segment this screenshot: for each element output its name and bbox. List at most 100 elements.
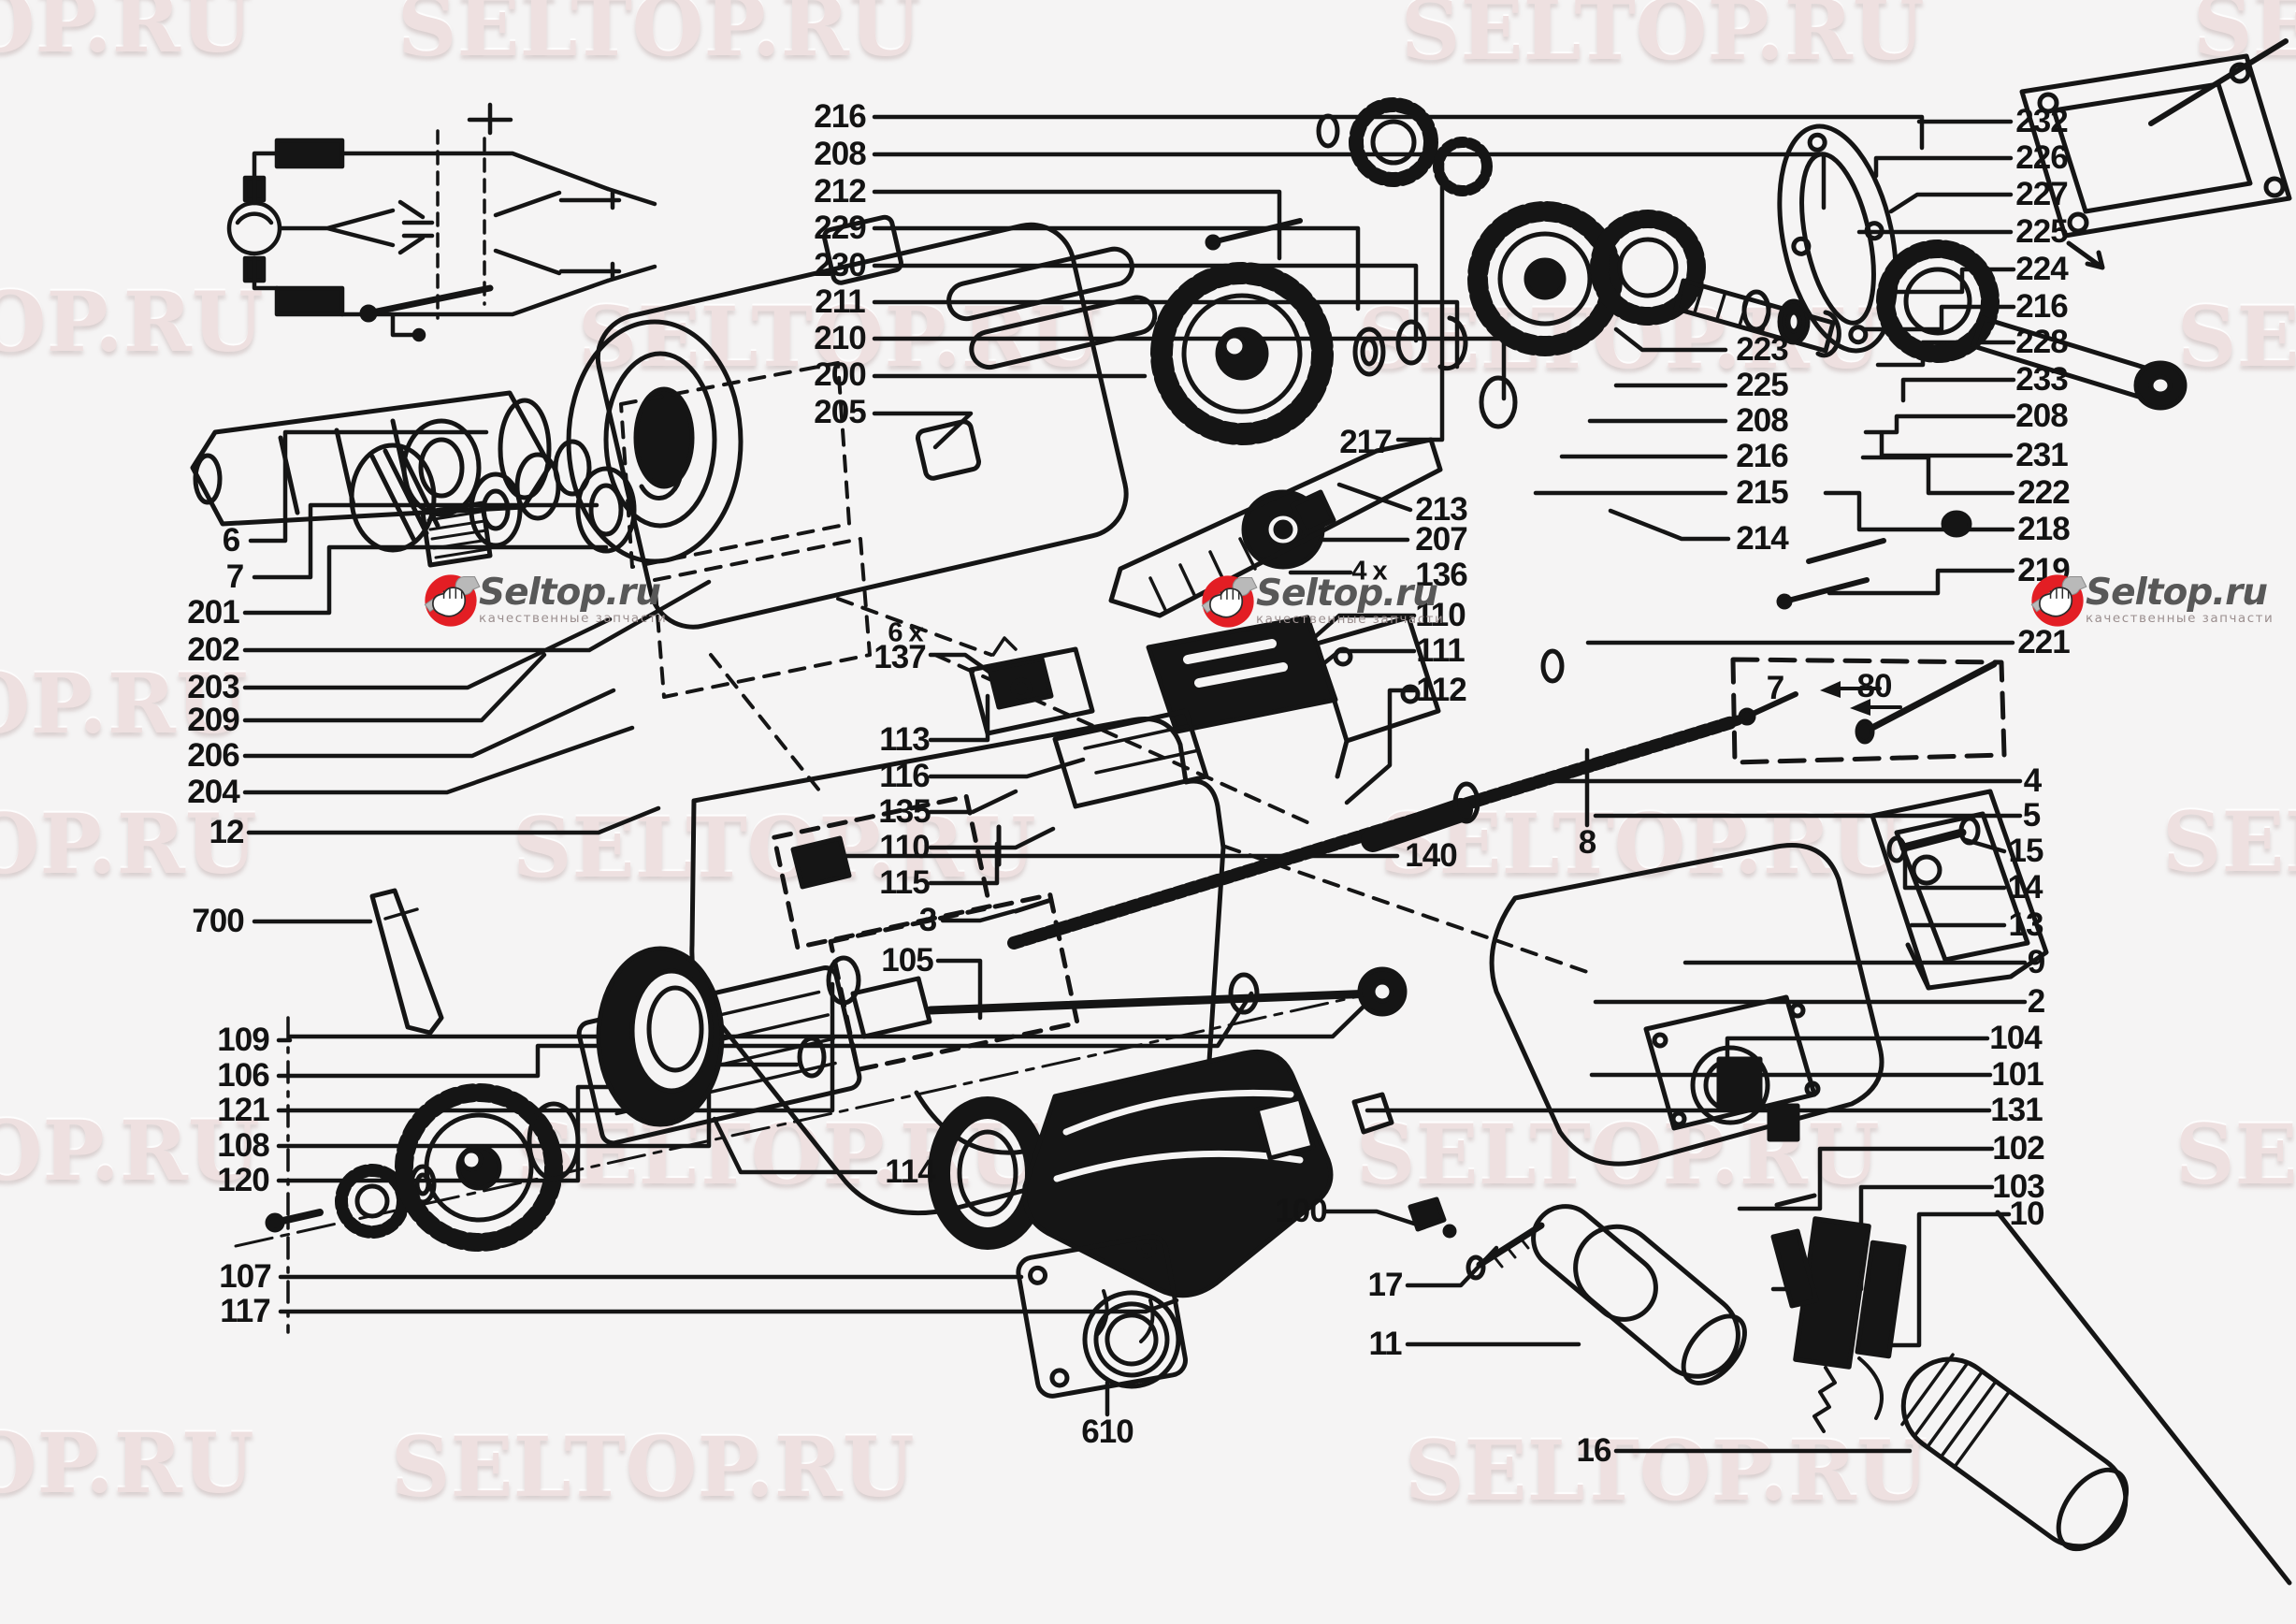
- oval-gear-plate: [1777, 123, 1899, 354]
- part-number-label: 111: [1416, 632, 1466, 669]
- part-number-label: 226: [2015, 139, 2068, 176]
- part-number-label: 3: [918, 902, 937, 938]
- logo-text: Seltop.ru качественные запчасти: [479, 574, 667, 626]
- logo-title: Seltop.ru: [479, 572, 661, 614]
- seltop-watermark: SELTOP.RU: [0, 662, 248, 745]
- seltop-watermark: SELTOP.RU: [0, 1422, 254, 1504]
- part-number-label: 131: [1990, 1092, 2043, 1128]
- part-number-label: 210: [814, 320, 866, 356]
- part-number-label: 227: [2015, 176, 2068, 212]
- seltop-watermark: SELTOP.RU: [2162, 801, 2296, 883]
- seltop-logo-stamp: Seltop.ru качественные запчасти: [1196, 570, 1444, 633]
- logo-text: Seltop.ru качественные запчасти: [2086, 574, 2274, 626]
- small-pins: [1540, 510, 1972, 684]
- watermark-text: SELTOP.RU: [0, 795, 257, 892]
- part-number-label: 104: [1989, 1020, 2042, 1056]
- seltop-watermark: SELTOP.RU: [2177, 296, 2296, 378]
- part-number-label: 11: [1368, 1326, 1403, 1362]
- part-number-label: 105: [881, 942, 933, 979]
- part-number-label: 233: [2015, 361, 2068, 398]
- watermark-text: SELTOP.RU: [2162, 793, 2296, 891]
- watermark-text: SELTOP.RU: [0, 0, 253, 71]
- logo-text: Seltop.ru качественные запчасти: [1256, 575, 1444, 627]
- seltop-watermark: SELTOP.RU: [391, 1426, 915, 1508]
- part-number-label: 114: [885, 1153, 935, 1190]
- seltop-watermark: SELTOP.RU: [0, 803, 257, 885]
- part-number-label: 12: [209, 814, 245, 850]
- part-number-label: 6 x: [888, 617, 923, 648]
- seltop-watermark: SELTOP.RU: [0, 1109, 260, 1192]
- part-number-label: 115: [879, 864, 930, 901]
- gear-case: [1489, 843, 1884, 1167]
- part-number-label: 110: [1415, 597, 1466, 633]
- part-number-label: 100: [1275, 1193, 1327, 1229]
- part-number-label: 14: [2007, 869, 2043, 906]
- fan-guide-ring: [928, 1096, 1047, 1250]
- part-number-label: 225: [2015, 213, 2068, 250]
- part-number-label: 208: [2015, 398, 2068, 434]
- watermark-text: SELTOP.RU: [2175, 1106, 2296, 1203]
- part-number-label: 116: [879, 758, 930, 794]
- seltop-watermark: SELTOP.RU: [397, 0, 921, 67]
- cable-clamp-131: [1351, 1092, 1394, 1135]
- threaded-tube-16: [1900, 1210, 2292, 1586]
- part-number-label: 5: [2022, 797, 2041, 834]
- part-number-label: 110: [879, 829, 930, 865]
- part-number-label: 212: [814, 173, 866, 210]
- bearing-washer-stack: [349, 418, 685, 554]
- cone-sleeve-204: [190, 390, 553, 527]
- part-number-label: 121: [217, 1092, 269, 1128]
- part-number-label: 117: [220, 1293, 270, 1329]
- part-number-label: 200: [814, 356, 866, 393]
- part-number-label: 203: [187, 669, 239, 705]
- logo-subtitle: качественные запчасти: [2086, 611, 2274, 626]
- flat-bar-700: [369, 888, 444, 1036]
- part-number-label: 80: [1856, 668, 1893, 704]
- ghost-boxes: [619, 361, 1592, 975]
- part-number-label: 13: [2008, 906, 2044, 943]
- part-number-label: 15: [2008, 833, 2044, 869]
- part-number-label: 610: [1081, 1414, 1134, 1450]
- part-number-label: 202: [187, 631, 239, 668]
- part-number-label: 16: [1576, 1432, 1612, 1469]
- logo-subtitle: качественные запчасти: [1256, 612, 1445, 627]
- part-number-label: 201: [187, 594, 239, 631]
- part-number-label: 113: [879, 721, 930, 758]
- part-number-label: 4: [2023, 762, 2042, 799]
- watermark-text: SELTOP.RU: [0, 1414, 254, 1512]
- part-number-label: 216: [814, 98, 866, 135]
- part-number-label: 231: [2015, 437, 2068, 473]
- watermark-text: SELTOP.RU: [1401, 0, 1925, 79]
- part-number-label: 136: [1415, 557, 1467, 593]
- part-number-label: 112: [1416, 672, 1466, 708]
- watermark-text: SELTOP.RU: [2177, 288, 2296, 385]
- part-number-label: 7: [1766, 670, 1784, 706]
- gear-cluster-217: [1467, 201, 1841, 358]
- watermark-text: SELTOP.RU: [397, 0, 921, 75]
- square-plate-232: [2019, 38, 2292, 270]
- brush-switch-cluster-10: [1770, 1193, 1907, 1433]
- seltop-watermark: SELTOP.RU: [1405, 1429, 1928, 1512]
- part-number-label: 106: [217, 1057, 269, 1094]
- part-number-label: 215: [1736, 474, 1788, 511]
- seltop-watermark: SELTOP.RU: [0, 281, 264, 363]
- part-number-label: 4 x: [1351, 556, 1387, 587]
- part-number-label: 232: [2015, 103, 2068, 139]
- part-number-label: 8: [1578, 824, 1596, 861]
- part-number-label: 102: [1992, 1130, 2044, 1167]
- part-number-label: 217: [1339, 424, 1392, 460]
- part-number-label: 120: [217, 1162, 269, 1198]
- watermark-text: SELTOP.RU: [0, 273, 264, 370]
- part-number-label: 211: [815, 283, 865, 320]
- part-number-label: 225: [1736, 367, 1788, 403]
- watermark-text: SELTOP.RU: [391, 1418, 915, 1515]
- part-number-label: 204: [187, 774, 239, 810]
- inset-detail-box: [1730, 657, 2007, 765]
- part-number-label: 700: [192, 903, 244, 939]
- part-number-label: 107: [219, 1258, 271, 1295]
- seltop-logo-stamp: Seltop.ru качественные запчасти: [419, 569, 667, 632]
- small-top-gears: [1205, 97, 1493, 251]
- fist-wrench-icon: [424, 574, 481, 627]
- screw-6: [359, 284, 494, 323]
